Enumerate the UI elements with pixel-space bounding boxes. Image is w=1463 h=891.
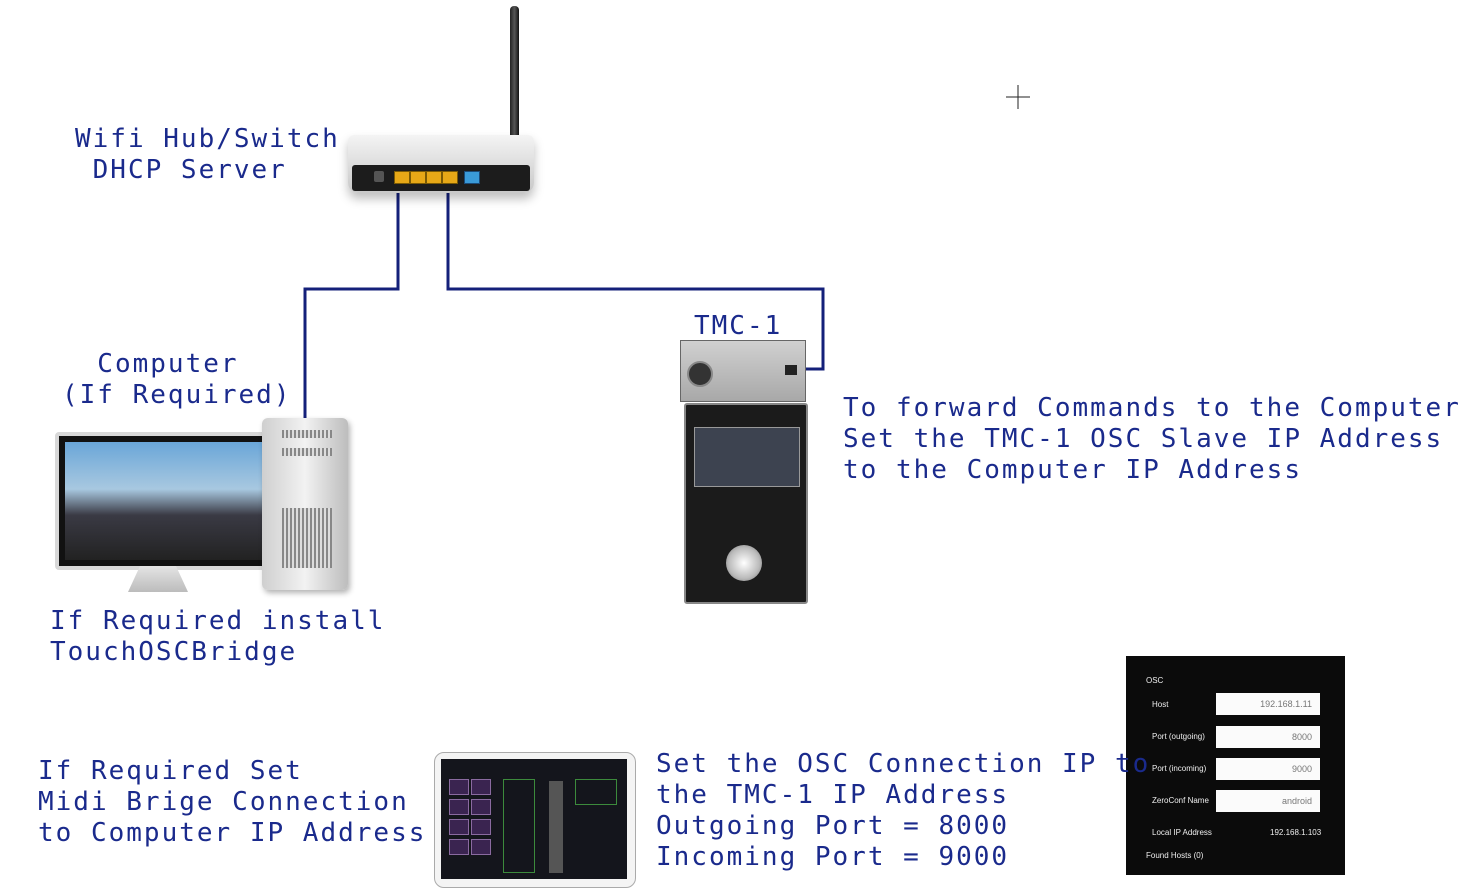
router-port bbox=[410, 171, 426, 184]
cable-router-to-tmc1 bbox=[446, 180, 825, 371]
host-label: Host bbox=[1152, 700, 1169, 709]
router-label-line: DHCP Server bbox=[75, 155, 287, 185]
touchosc-value-display bbox=[575, 779, 617, 805]
tmc1-device-icon bbox=[684, 403, 808, 604]
local-ip-value: 192.168.1.103 bbox=[1270, 828, 1322, 837]
tablet-icon bbox=[434, 752, 636, 888]
touchosc-pad bbox=[471, 819, 491, 835]
monitor-screen bbox=[65, 442, 263, 560]
local-ip-label: Local IP Address bbox=[1152, 828, 1212, 837]
midi-line: to Computer IP Address bbox=[38, 818, 427, 848]
host-field[interactable]: 192.168.1.11 bbox=[1216, 693, 1320, 715]
osc-connection-instructions: Set the OSC Connection IP to the TMC-1 I… bbox=[656, 749, 1150, 873]
crosshair-icon bbox=[1006, 85, 1030, 109]
tmc1-jog-wheel bbox=[726, 545, 762, 581]
bridge-instructions: If Required install TouchOSCBridge bbox=[50, 606, 385, 668]
touchosc-pad bbox=[471, 839, 491, 855]
router-label-line: Wifi Hub/Switch bbox=[75, 124, 340, 154]
tower-grille bbox=[282, 430, 332, 438]
osc-line: Outgoing Port = 8000 bbox=[656, 811, 1010, 841]
osc-line: Incoming Port = 9000 bbox=[656, 842, 1010, 872]
computer-label-line: Computer bbox=[62, 349, 239, 379]
computer-tower bbox=[262, 418, 348, 590]
router-antenna bbox=[510, 6, 519, 192]
router-label: Wifi Hub/Switch DHCP Server bbox=[75, 124, 340, 186]
osc-line: the TMC-1 IP Address bbox=[656, 780, 1010, 810]
router-port bbox=[394, 171, 410, 184]
computer-label: Computer (If Required) bbox=[62, 349, 292, 411]
port-incoming-field[interactable]: 9000 bbox=[1216, 758, 1320, 780]
touchosc-pad bbox=[449, 839, 469, 855]
found-hosts-label: Found Hosts (0) bbox=[1146, 851, 1204, 860]
tmc1-label: TMC-1 bbox=[694, 311, 783, 341]
computer-label-line: (If Required) bbox=[62, 380, 292, 410]
forward-line: To forward Commands to the Computer bbox=[843, 393, 1461, 423]
touchosc-screen bbox=[441, 759, 627, 879]
touchosc-fader bbox=[549, 781, 563, 873]
osc-settings-screen: OSC Host 192.168.1.11 Port (outgoing) 80… bbox=[1126, 656, 1345, 875]
cable-router-to-computer bbox=[303, 180, 400, 418]
tmc1-rear-panel bbox=[680, 340, 806, 402]
router-port bbox=[426, 171, 442, 184]
osc-line: Set the OSC Connection IP to bbox=[656, 749, 1151, 779]
bridge-line: TouchOSCBridge bbox=[50, 637, 298, 667]
router-front-panel bbox=[352, 165, 530, 191]
router-wan-port bbox=[464, 171, 480, 184]
osc-section-title: OSC bbox=[1146, 676, 1164, 685]
touchosc-pad bbox=[449, 799, 469, 815]
touchosc-pad bbox=[471, 779, 491, 795]
tmc1-ethernet-port bbox=[785, 365, 797, 375]
tmc1-display bbox=[694, 427, 800, 487]
touchosc-meter bbox=[503, 779, 535, 873]
port-outgoing-label: Port (outgoing) bbox=[1152, 732, 1205, 741]
zeroconf-label: ZeroConf Name bbox=[1152, 796, 1209, 805]
midi-line: Midi Brige Connection bbox=[38, 787, 409, 817]
touchosc-pad bbox=[449, 819, 469, 835]
port-outgoing-field[interactable]: 8000 bbox=[1216, 726, 1320, 748]
computer-icon bbox=[55, 432, 273, 570]
forward-line: Set the TMC-1 OSC Slave IP Address bbox=[843, 424, 1444, 454]
zeroconf-field[interactable]: android bbox=[1216, 790, 1320, 812]
router-power-jack bbox=[374, 171, 384, 182]
tower-grille bbox=[282, 508, 332, 568]
port-incoming-label: Port (incoming) bbox=[1152, 764, 1207, 773]
midi-line: If Required Set bbox=[38, 756, 303, 786]
bridge-line: If Required install bbox=[50, 606, 386, 636]
tmc1-connector bbox=[687, 361, 713, 387]
touchosc-pad bbox=[449, 779, 469, 795]
touchosc-pad bbox=[471, 799, 491, 815]
forward-line: to the Computer IP Address bbox=[843, 455, 1302, 485]
forward-instructions: To forward Commands to the Computer Set … bbox=[843, 393, 1461, 486]
router-port bbox=[442, 171, 458, 184]
midi-instructions: If Required Set Midi Brige Connection to… bbox=[38, 756, 426, 849]
tower-grille bbox=[282, 448, 332, 456]
